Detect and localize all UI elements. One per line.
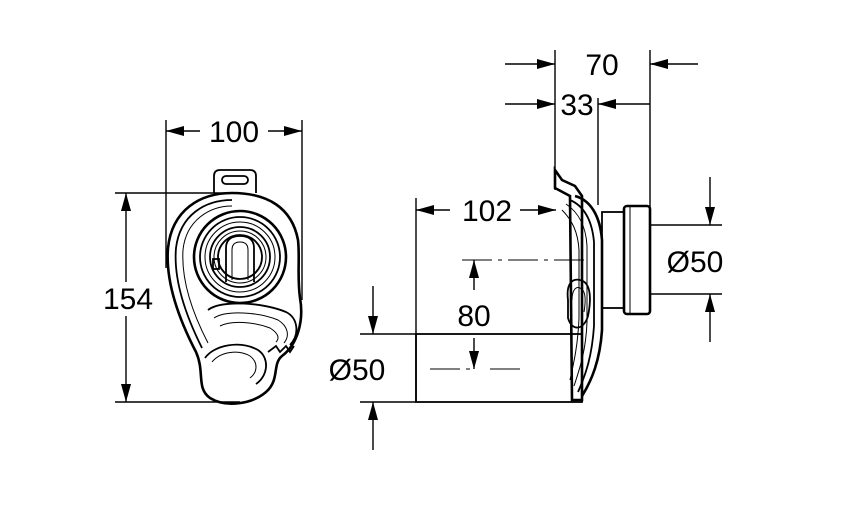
lower-chamber-contour: [213, 312, 288, 344]
arrow-icon: [650, 59, 668, 69]
serrated-edge: [267, 344, 295, 354]
depth-total-label: 70: [585, 49, 618, 82]
arrow-icon: [705, 207, 715, 225]
outlet-diameter-label: Ø50: [329, 354, 386, 387]
arrow-icon: [121, 384, 131, 402]
height-dimension-label: 154: [103, 283, 153, 316]
outlet-height-label: 80: [457, 300, 490, 333]
outlet-ring: [199, 216, 281, 298]
housing-contour: [569, 199, 595, 393]
lower-chamber-contour: [207, 302, 298, 346]
inner-pipe: [225, 235, 255, 282]
outlet-ring: [213, 230, 267, 284]
inner-notch: [212, 258, 220, 270]
housing-contour: [561, 209, 580, 381]
depth-flange-label: 33: [560, 89, 593, 122]
arrow-icon: [538, 205, 556, 215]
wall-flange: [553, 165, 584, 402]
arrow-icon: [537, 99, 555, 109]
outlet-ring-outer: [192, 209, 288, 305]
inlet-collar: [601, 211, 625, 309]
arrow-icon: [416, 205, 434, 215]
internal-trap-outline: [566, 278, 591, 329]
arrow-icon: [284, 126, 302, 136]
internal-trap-outline: [571, 287, 586, 313]
inner-pipe: [231, 241, 249, 280]
outlet-ring-inner: [217, 234, 263, 280]
length-label: 102: [462, 195, 512, 228]
siphon-housing-curve: [574, 194, 604, 397]
housing-contour: [565, 203, 588, 387]
arrow-icon: [368, 402, 378, 420]
arrow-icon: [121, 193, 131, 211]
mounting-slot: [221, 175, 249, 185]
outlet-pipe: [415, 333, 583, 403]
arrow-icon: [166, 126, 184, 136]
outlet-ring: [204, 221, 276, 293]
body-inner-contour: [182, 205, 233, 344]
side-view: 70 33 102 Ø50 80: [329, 49, 724, 450]
arrow-icon: [705, 294, 715, 312]
trap-bend: [204, 343, 267, 385]
body-inner-contour: [174, 199, 233, 349]
siphon-body-outline: [166, 191, 303, 405]
front-view: 100 154: [103, 116, 303, 405]
trap-bend: [211, 351, 257, 379]
arrow-icon: [598, 99, 616, 109]
width-dimension-label: 100: [209, 116, 259, 149]
inlet-nut: [622, 204, 652, 316]
inlet-diameter-label: Ø50: [667, 246, 724, 279]
arrow-icon: [469, 260, 479, 278]
arrow-icon: [537, 59, 555, 69]
arrow-icon: [469, 351, 479, 369]
outlet-ring: [209, 226, 271, 288]
arrow-icon: [368, 316, 378, 334]
mounting-tab: [213, 169, 257, 193]
lower-chamber-contour: [219, 321, 279, 343]
